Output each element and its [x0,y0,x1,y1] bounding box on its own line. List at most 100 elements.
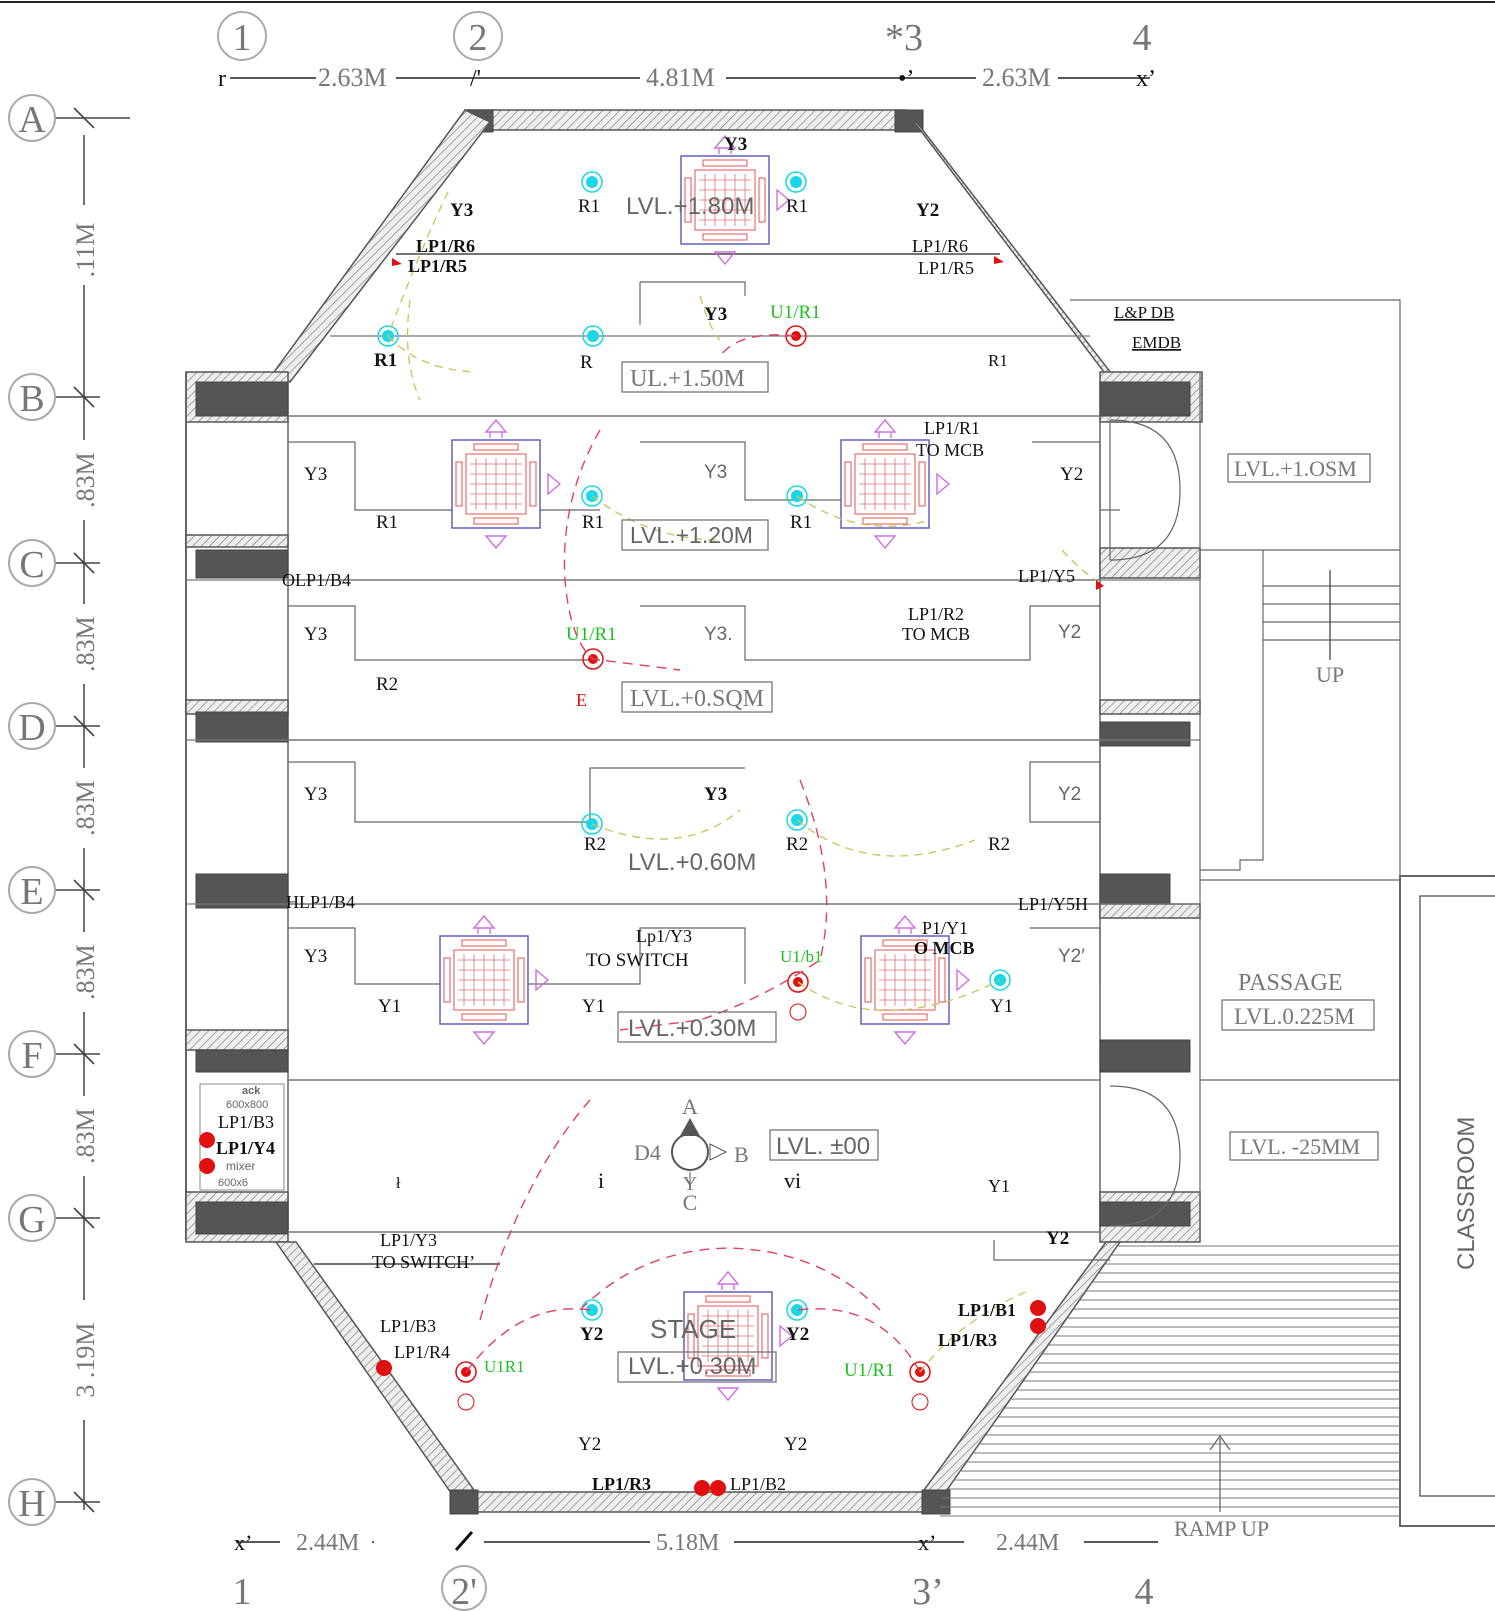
labels-zone-2: Y3 R1 R1 Y3 R1 Y2 LP1/R1 TO MCB OLP1/B4 … [282,418,1083,710]
label: R1 [988,351,1008,370]
grid-col-3-bottom: 3’ [912,1571,944,1611]
label: Y1 [988,1176,1010,1196]
building-shell [185,109,1495,1527]
label: LP1/Y4 [216,1138,275,1158]
level-120: LVL.+1.20M [630,522,753,548]
room-labels: STAGE PASSAGE CLASSROOM RAMP UP UP L&P D… [650,303,1480,1541]
grid-col-1-bottom: 1 [233,1571,252,1611]
label: R1 [582,512,604,533]
label: R1 [376,512,398,533]
label: ł [396,1175,401,1192]
label: Y2 [578,1434,601,1455]
compass-stem: Y [683,1173,697,1195]
label: Y3. [704,624,733,645]
dim-side-1: .11M [71,223,100,278]
level-150: UL.+1.50M [630,366,745,392]
dim-side-2: .83M [71,452,100,508]
dim-bottom-2: 5.18M [656,1530,719,1556]
label: Y3 [724,134,747,155]
label: HLP1/B4 [286,892,355,912]
label: LP1/B1 [958,1300,1016,1320]
compass-e: B [734,1142,749,1167]
label: TO MCB [916,440,984,460]
grid-col-2: 2 [469,17,488,59]
level-090: LVL.+0.SQM [630,686,764,712]
label: R1 [374,350,397,371]
label: U1/b1 [780,947,823,966]
classroom-label: CLASSROOM [1453,1117,1480,1270]
label: TO SWITCH’ [372,1252,475,1272]
label: LP1/R3 [938,1330,997,1350]
label: LP1/Y5 [1018,566,1075,586]
label: Y2 [1046,1228,1069,1249]
label: LP1/B2 [730,1474,786,1494]
grid-row-G: G [18,1199,45,1241]
label: Y3 [704,304,727,325]
level-stage: LVL.+0.30M [628,1353,756,1380]
labels-zone-3: Y3 Y3 R2 R2 R2 Y2 HLP1/B4 LP1/Y5H Y3 Y1 … [286,784,1088,1017]
compass-s: C [683,1190,698,1215]
label: R2 [988,834,1010,855]
tick-label: •’ [898,66,914,92]
label: LP1/Y3 [380,1230,437,1250]
light-fixtures [199,171,1104,1496]
grid-col-1: 1 [233,17,252,59]
grid-col-4: 4 [1133,17,1152,59]
label: P1/Y1 [922,918,968,938]
label: Y3 [304,946,327,967]
lp-db-label: L&P DB [1114,303,1174,322]
label: Y2 [1058,784,1081,805]
tick-label: /' [470,66,481,92]
level-180: LVL.+1.80M [626,193,754,220]
grid-rows: A B C D E F G H .11M .83M .83M .83M .83M… [8,94,130,1526]
compass-w: D4 [634,1140,661,1165]
level-passage: LVL.0.225M [1234,1004,1355,1029]
label: E [576,690,587,710]
label: LP1/B3 [380,1316,436,1336]
label: ack [242,1085,261,1097]
label: Y2 [786,1324,809,1345]
label: O MCB [914,938,975,958]
dim-side-6: .83M [71,1108,100,1164]
label: Y3 [450,200,473,221]
dim-top-3: 2.63M [982,63,1051,92]
circuit-wires [387,191,1097,1373]
label: 600x6 [218,1177,248,1189]
label: Y3 [704,462,727,483]
label: LP1/R4 [394,1342,450,1362]
grid-row-E: E [20,871,43,913]
dim-side-5: .83M [71,944,100,1000]
grid-row-H: H [18,1483,45,1525]
tick-label: r [218,66,226,92]
label: Y2 [580,1324,603,1345]
tick-label: x’ [234,1530,252,1555]
level-000: LVL. ±00 [776,1133,870,1160]
label: U1/R1 [844,1360,895,1381]
dim-side-3: .83M [71,616,100,672]
stage-label: STAGE [650,1314,736,1344]
label: R [580,352,593,373]
label: LP1/R3 [592,1474,651,1494]
label: R1 [786,196,808,217]
label: R2 [376,674,398,695]
label: LP1/R1 [924,418,980,438]
dim-top-2: 4.81M [646,63,715,92]
dim-side-4: .83M [71,780,100,836]
level-right-105: LVL.+1.OSM [1234,456,1357,481]
label: Y2 [784,1434,807,1455]
label: Y3 [304,784,327,805]
grid-row-B: B [19,378,44,420]
dim-bottom-3: 2.44M [996,1530,1059,1556]
labels-zone-1: Y3 Y3 R1 R1 Y2 LP1/R6 LP1/R5 LP1/R6 LP1/… [374,134,1008,373]
label: LP1/R2 [908,604,964,624]
grid-col-3: *3 [885,17,923,59]
grid-columns-bottom: 1 2' 3’ 4 [233,1565,1154,1611]
grid-row-D: D [18,707,45,749]
grid-row-C: C [19,544,44,586]
ac-unit [451,419,561,549]
grid-row-A: A [18,99,46,141]
label: OLP1/B4 [282,570,351,590]
label: LP1/B3 [218,1112,274,1132]
labels-zone-5: LP1/Y3 TO SWITCH’ Y2 LP1/B3 LP1/R4 U1R1 … [372,1228,1069,1494]
level-labels: LVL.+1.80M UL.+1.50M LVL.+1.20M LVL.+0.S… [617,193,1379,1383]
